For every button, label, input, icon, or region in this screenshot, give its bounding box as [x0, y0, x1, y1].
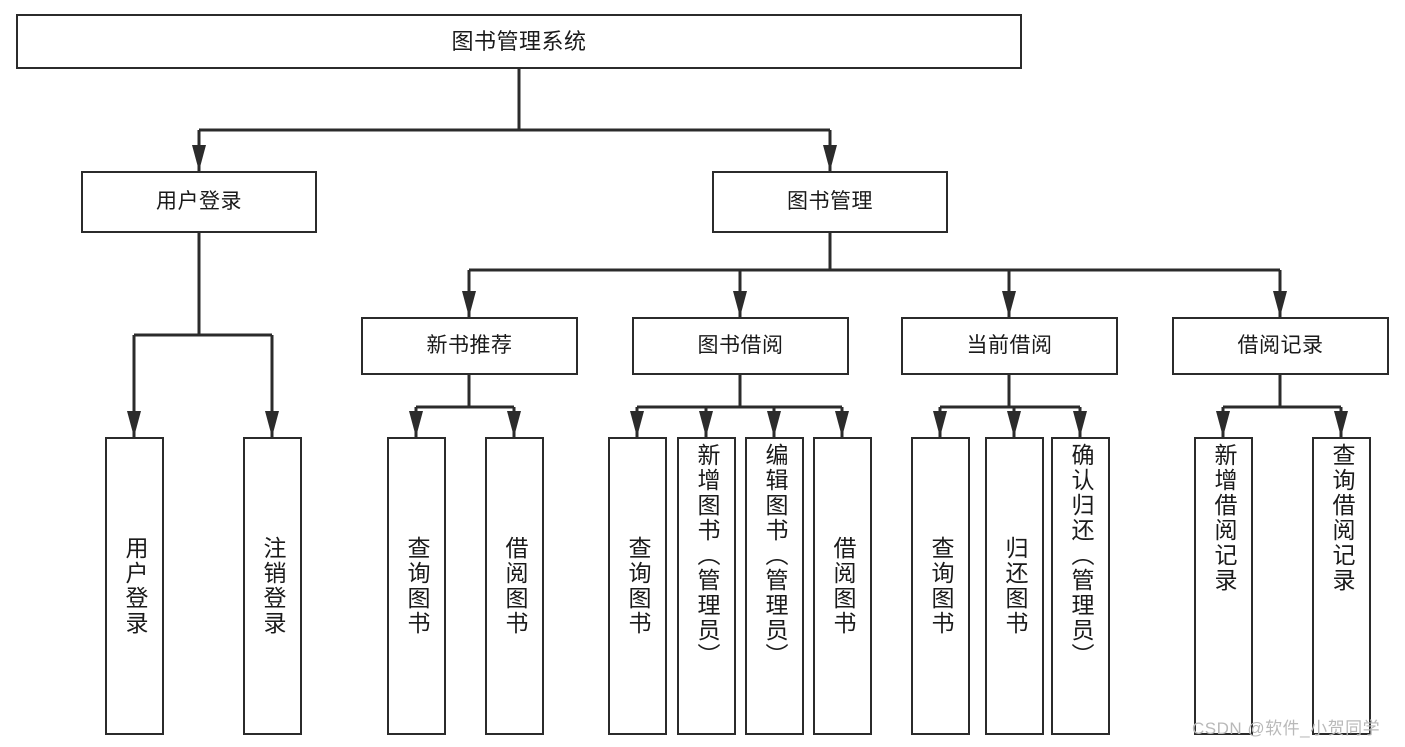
node-leaf-return-book[interactable]: 归还图书	[985, 437, 1044, 735]
node-root-label: 图书管理系统	[451, 28, 587, 54]
node-new-book-recommend-label: 新书推荐	[426, 333, 513, 357]
node-leaf-borrow-book-2[interactable]: 借阅图书	[813, 437, 872, 735]
node-borrow-record[interactable]: 借阅记录	[1172, 317, 1389, 375]
node-current-borrow-label: 当前借阅	[966, 333, 1053, 357]
node-leaf-confirm-return-label: 确认归还（管理员）	[1068, 443, 1094, 668]
node-leaf-query-record-label: 查询借阅记录	[1329, 443, 1355, 593]
node-leaf-borrow-book-2-label: 借阅图书	[830, 536, 856, 636]
node-leaf-return-book-label: 归还图书	[1002, 536, 1028, 636]
node-leaf-edit-book[interactable]: 编辑图书（管理员）	[745, 437, 804, 735]
node-borrow-record-label: 借阅记录	[1237, 333, 1324, 357]
node-leaf-query-book-2-label: 查询图书	[625, 536, 651, 636]
node-book-management[interactable]: 图书管理	[712, 171, 948, 233]
node-leaf-edit-book-label: 编辑图书（管理员）	[762, 443, 788, 668]
node-leaf-user-logout-label: 注销登录	[260, 536, 286, 636]
node-current-borrow[interactable]: 当前借阅	[901, 317, 1118, 375]
node-leaf-user-login[interactable]: 用户登录	[105, 437, 164, 735]
node-user-login-label: 用户登录	[156, 189, 242, 213]
node-leaf-add-book-label: 新增图书（管理员）	[694, 443, 720, 668]
node-user-login[interactable]: 用户登录	[81, 171, 317, 233]
node-leaf-query-book-1-label: 查询图书	[404, 536, 430, 636]
node-leaf-borrow-book-1-label: 借阅图书	[502, 536, 528, 636]
node-leaf-query-book-3[interactable]: 查询图书	[911, 437, 970, 735]
node-leaf-add-record-label: 新增借阅记录	[1211, 443, 1237, 593]
watermark: CSDN @软件_小贺同学	[1192, 719, 1381, 738]
node-leaf-query-book-2[interactable]: 查询图书	[608, 437, 667, 735]
node-leaf-add-record[interactable]: 新增借阅记录	[1194, 437, 1253, 735]
node-book-borrow[interactable]: 图书借阅	[632, 317, 849, 375]
node-book-borrow-label: 图书借阅	[697, 333, 784, 357]
node-leaf-add-book[interactable]: 新增图书（管理员）	[677, 437, 736, 735]
node-leaf-query-book-1[interactable]: 查询图书	[387, 437, 446, 735]
node-leaf-user-logout[interactable]: 注销登录	[243, 437, 302, 735]
node-leaf-confirm-return[interactable]: 确认归还（管理员）	[1051, 437, 1110, 735]
node-book-management-label: 图书管理	[787, 189, 873, 213]
node-leaf-borrow-book-1[interactable]: 借阅图书	[485, 437, 544, 735]
node-leaf-query-book-3-label: 查询图书	[928, 536, 954, 636]
node-root[interactable]: 图书管理系统	[16, 14, 1022, 69]
node-leaf-query-record[interactable]: 查询借阅记录	[1312, 437, 1371, 735]
node-new-book-recommend[interactable]: 新书推荐	[361, 317, 578, 375]
node-leaf-user-login-label: 用户登录	[122, 536, 148, 636]
